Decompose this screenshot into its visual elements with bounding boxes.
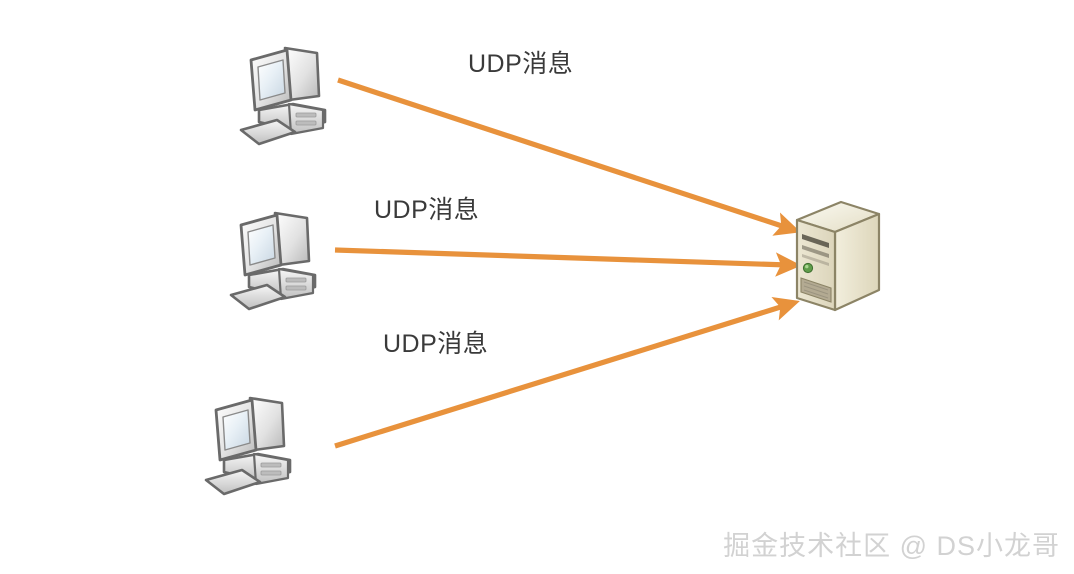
desktop-computer-icon xyxy=(239,46,327,146)
message-label-middle: UDP消息 xyxy=(374,196,480,224)
server-tower-icon xyxy=(795,200,881,312)
server-node[interactable] xyxy=(783,198,887,325)
message-label-top: UDP消息 xyxy=(468,50,574,78)
message-label-bottom: UDP消息 xyxy=(383,330,489,358)
arrow-bottom-to-server xyxy=(334,297,800,449)
arrow-middle-to-server xyxy=(334,247,802,277)
client-middle[interactable] xyxy=(223,203,331,328)
desktop-computer-icon xyxy=(229,211,317,311)
desktop-computer-icon xyxy=(204,396,292,496)
client-bottom[interactable] xyxy=(198,388,306,513)
client-top[interactable] xyxy=(233,38,341,163)
watermark: 掘金技术社区 @ DS小龙哥 xyxy=(723,531,1060,561)
arrow-top-to-server xyxy=(337,77,801,236)
